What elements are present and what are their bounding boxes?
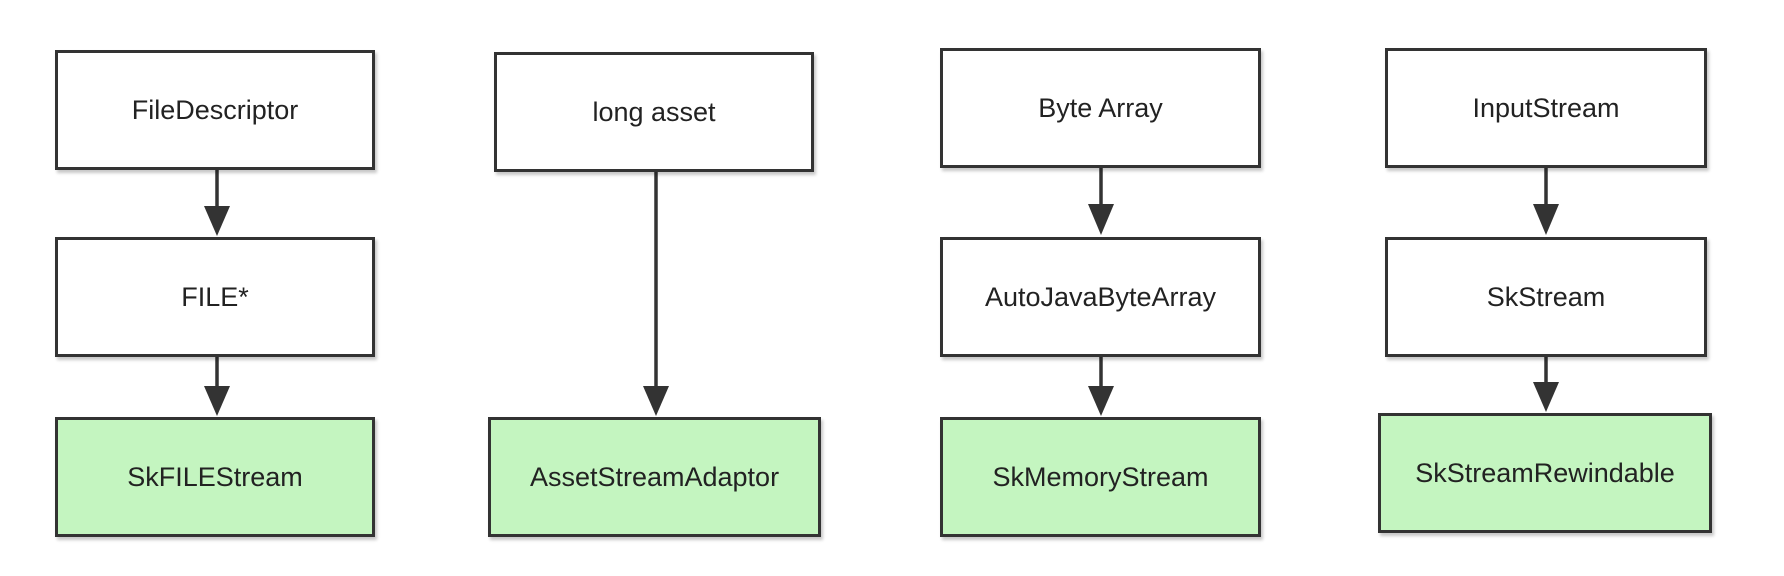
arrow-bytearray-to-autojavabytearray <box>1088 168 1114 235</box>
node-long-asset: long asset <box>494 52 814 172</box>
arrow-longasset-to-assetstreamadaptor <box>643 172 669 416</box>
arrow-file-to-skfilestream <box>204 356 230 416</box>
node-file-pointer: FILE* <box>55 237 375 357</box>
arrow-filedescriptor-to-file <box>204 170 230 236</box>
node-skmemorystream: SkMemoryStream <box>940 417 1261 537</box>
node-byte-array: Byte Array <box>940 48 1261 168</box>
node-skstream: SkStream <box>1385 237 1707 357</box>
arrow-skstream-to-skstreamrewindable <box>1533 356 1559 412</box>
node-assetstreamadaptor: AssetStreamAdaptor <box>488 417 821 537</box>
node-autojavabytearray: AutoJavaByteArray <box>940 237 1261 357</box>
arrow-autojavabytearray-to-skmemorystream <box>1088 356 1114 416</box>
node-inputstream: InputStream <box>1385 48 1707 168</box>
node-skfilestream: SkFILEStream <box>55 417 375 537</box>
node-skstreamrewindable: SkStreamRewindable <box>1378 413 1712 533</box>
node-filedescriptor: FileDescriptor <box>55 50 375 170</box>
arrow-inputstream-to-skstream <box>1533 168 1559 235</box>
